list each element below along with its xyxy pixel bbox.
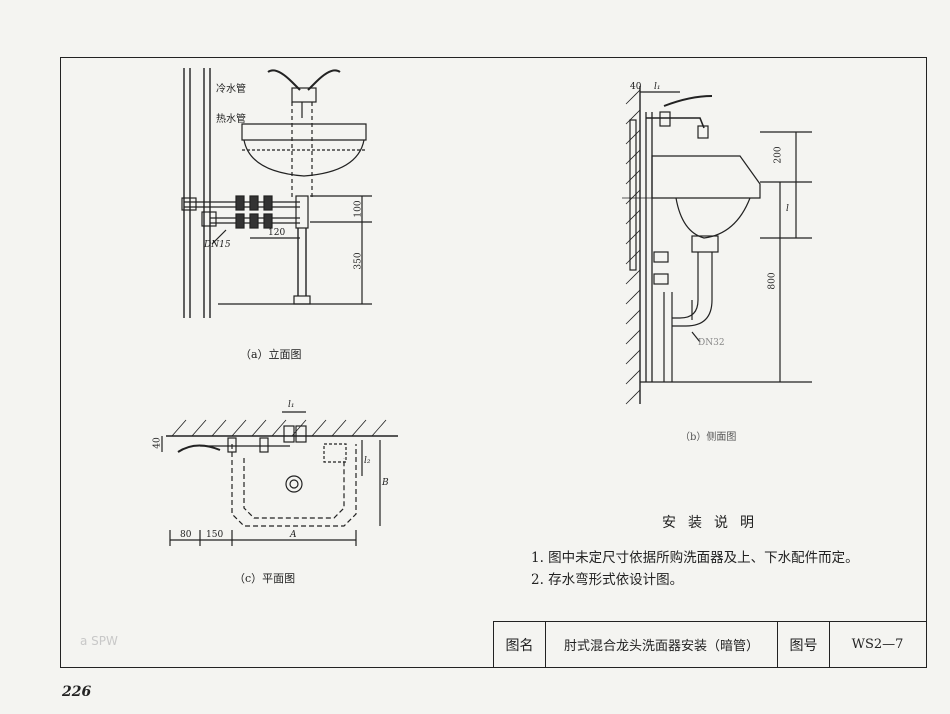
dim-120: 120: [268, 228, 286, 238]
note-item-1: 1. 图中未定尺寸依据所购洗面器及上、下水配件而定。: [531, 550, 859, 566]
dim-800: 800: [767, 272, 778, 290]
page-number: 226: [62, 684, 92, 700]
hot-pipe-label: 热水管: [216, 114, 246, 125]
title-name-label: 图名: [493, 621, 545, 668]
dim-l: l: [786, 204, 789, 214]
cold-pipe-label: 冷水管: [216, 84, 246, 95]
dim-l1-plan: l₁: [288, 400, 295, 410]
dim-80: 80: [180, 530, 192, 540]
dn15-label: DN15: [204, 240, 231, 250]
side-view: [622, 86, 812, 405]
dim-350: 350: [353, 252, 364, 270]
faint-stamp: a SPW: [80, 634, 118, 648]
dim-200: 200: [773, 146, 784, 164]
dim-40-side: 40: [630, 82, 642, 92]
dim-B: B: [382, 478, 389, 488]
dim-l1-side: l₁: [654, 82, 661, 92]
plan-view: [161, 411, 398, 546]
dim-A: A: [290, 530, 297, 540]
title-block-top-border: [493, 621, 927, 622]
elevation-view: [181, 68, 372, 318]
note-item-2: 2. 存水弯形式依设计图。: [531, 572, 684, 588]
title-number-value: WS2—7: [829, 621, 925, 668]
caption-elevation: （a）立面图: [240, 348, 302, 361]
notes-title: 安装说明: [662, 515, 766, 531]
dn32-label: DN32: [698, 338, 725, 348]
title-name-value: 肘式混合龙头洗面器安装（暗管）: [545, 621, 777, 668]
dim-l2: l₂: [364, 456, 371, 466]
dim-100: 100: [353, 200, 364, 218]
title-number-label: 图号: [777, 621, 829, 668]
dim-40-plan: 40: [152, 437, 163, 449]
dim-150: 150: [206, 530, 224, 540]
caption-side: （b）侧面图: [680, 432, 737, 443]
caption-plan: （c）平面图: [234, 572, 296, 585]
